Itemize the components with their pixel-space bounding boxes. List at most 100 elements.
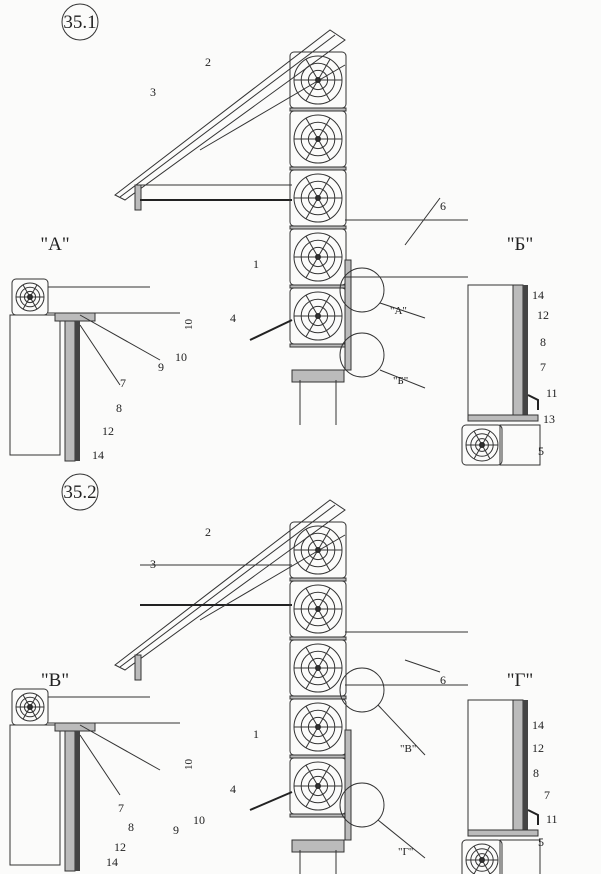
detail-right [461,699,541,874]
insulation-strip [291,369,345,383]
log-crack [317,176,331,199]
dl-9: 9 [173,823,179,837]
log-crack [305,764,319,787]
callout-a: "А" [390,305,407,317]
log-crack [317,528,331,551]
log-crack [22,694,31,708]
log-crack [473,444,483,460]
log-crack [305,726,319,749]
log-section [467,284,514,416]
dl-10: 10 [175,350,187,364]
log-crack [305,646,319,669]
detail-title-right: "Б" [507,234,533,255]
log-crack [317,726,331,749]
log-section [9,724,61,866]
detail-title-left: "А" [40,234,69,255]
cladding [523,285,528,415]
window-sill [249,319,293,341]
label-ceiling: 6 [440,199,446,213]
drip-flashing [527,394,539,410]
log-wall [289,51,352,425]
dr-7: 7 [540,360,546,374]
dr-11: 11 [546,812,558,826]
figure-number: 35.1 [63,12,96,33]
log-crack [473,845,483,861]
log-crack [305,667,319,690]
log-crack [481,430,491,446]
detail-left [9,688,180,872]
roof [114,29,346,211]
log-crack [305,315,319,338]
dr-8: 8 [540,335,546,349]
cladding [75,731,80,871]
log-block [461,424,503,466]
log-crack [305,176,319,199]
log-crack [317,79,331,102]
dr-14: 14 [532,718,544,732]
log-crack [481,859,491,874]
log-crack [317,549,331,572]
caulk-seam [289,343,347,348]
log-crack [305,294,319,317]
label-log: 1 [253,257,259,271]
figure-35-2: 35.2 2 3 6 1 4 "В" "Г" "В" "Г" 10 [9,473,558,874]
detail-right [461,284,541,466]
dl-8: 8 [116,401,122,415]
log-crack [305,587,319,610]
drawing-line [79,724,161,771]
callout-circle-d [339,782,385,828]
dl-9: 9 [158,360,164,374]
log-crack [305,197,319,220]
insulation-strip [291,839,345,853]
log-crack [317,608,331,631]
dr-12: 12 [532,741,544,755]
log-crack [22,296,31,310]
label-roof: 3 [150,557,156,571]
drawing-line [79,324,121,386]
label-sill: 4 [230,311,236,325]
log-crack [305,117,319,140]
callout-b: "Б" [393,375,408,387]
dr-11: 11 [546,386,558,400]
dl-12: 12 [114,840,126,854]
dl-14: 14 [92,448,104,462]
dr-8: 8 [533,766,539,780]
figure-number-circle [61,473,99,511]
log-crack [22,284,31,298]
drawing-line [79,734,121,796]
detail-left [9,278,180,462]
log-section [467,699,514,831]
dl-8: 8 [128,820,134,834]
log-crack [317,587,331,610]
dl-14: 14 [106,855,118,869]
caulk-seam [289,813,347,818]
log-crack [317,785,331,808]
label-log: 1 [253,727,259,741]
label-rafter: 2 [205,525,211,539]
dr-7: 7 [544,788,550,802]
lower-log [499,839,541,874]
log-crack [317,705,331,728]
drip-flashing [527,809,539,825]
label-rafter: 2 [205,55,211,69]
ceiling-beam [345,631,468,686]
log-wall [289,521,352,874]
log-crack [473,430,483,446]
log-crack [22,706,31,720]
log-crack [305,256,319,279]
log-crack [317,117,331,140]
log-crack [481,444,491,460]
log-crack [305,549,319,572]
log-block [461,839,503,874]
log-crack [29,706,38,720]
detail-title-left: "В" [41,670,69,691]
dl-7: 7 [118,801,124,815]
log-crack [317,315,331,338]
log-crack [305,58,319,81]
log-crack [473,859,483,874]
cladding [523,700,528,830]
log-crack [317,667,331,690]
insulation [512,699,524,831]
